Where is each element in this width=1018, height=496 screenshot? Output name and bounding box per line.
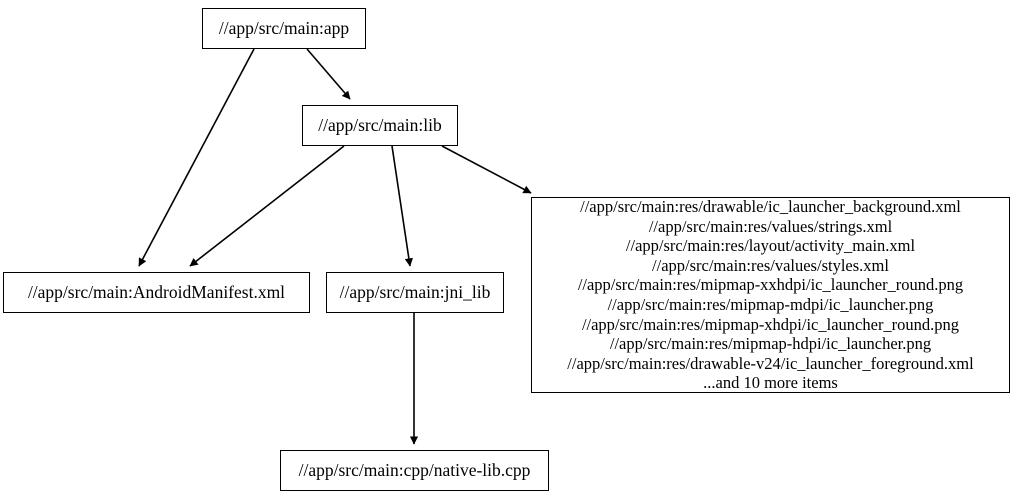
node-resources-list-label: //app/src/main:res/drawable/ic_launcher_… [567,197,974,393]
node-lib[interactable]: //app/src/main:lib [302,105,458,146]
node-jni-lib-label: //app/src/main:jni_lib [339,281,491,302]
edge-lib-to-jni [391,145,413,267]
edge-app-to-manifest [138,48,255,267]
node-jni-lib[interactable]: //app/src/main:jni_lib [326,272,504,313]
node-app-label: //app/src/main:app [218,17,350,38]
node-native-lib-cpp-label: //app/src/main:cpp/native-lib.cpp [298,459,531,480]
edge-app-to-lib [306,48,351,100]
node-app[interactable]: //app/src/main:app [202,8,366,49]
node-lib-label: //app/src/main:lib [318,114,442,135]
node-android-manifest-label: //app/src/main:AndroidManifest.xml [27,281,286,302]
edge-lib-to-resources [441,145,532,194]
node-resources-list[interactable]: //app/src/main:res/drawable/ic_launcher_… [531,197,1010,393]
node-android-manifest[interactable]: //app/src/main:AndroidManifest.xml [3,272,310,313]
node-native-lib-cpp[interactable]: //app/src/main:cpp/native-lib.cpp [280,450,549,491]
edge-lib-to-manifest [189,145,345,267]
